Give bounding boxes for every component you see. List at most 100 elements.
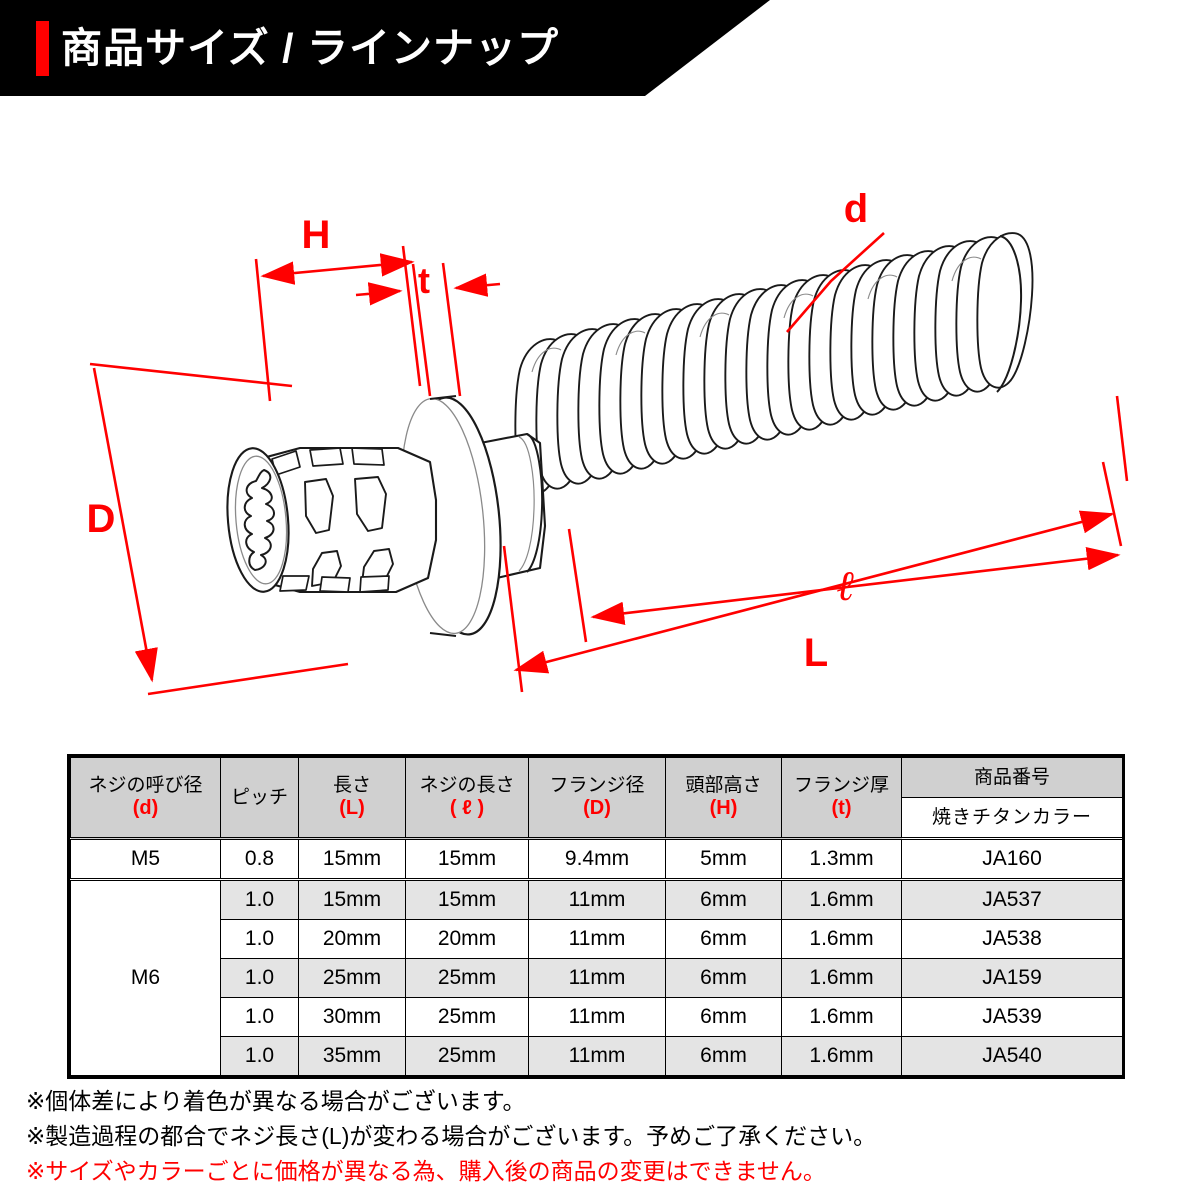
- cell-flange-dia: 11mm: [528, 919, 666, 959]
- dimension-t: [355, 262, 501, 397]
- col-head-part-number: 商品番号 焼きチタンカラー: [901, 757, 1123, 839]
- table-row: 1.0 35mm 25mm 11mm 6mm 1.6mm JA540: [71, 1036, 1123, 1076]
- cell-size: M5: [70, 837, 221, 880]
- page-title: 商品サイズ / ラインナップ: [61, 25, 559, 71]
- cell-thread-length: 15mm: [405, 837, 529, 880]
- cell-length: 20mm: [298, 919, 406, 959]
- col-head-pitch-main: ピッチ: [230, 786, 288, 808]
- label-H: H: [302, 213, 331, 257]
- col-head-thread-length-sub: ( ℓ ): [449, 796, 485, 819]
- cell-part-number: JA160: [901, 837, 1123, 880]
- col-head-length-main: 長さ: [332, 775, 371, 797]
- cell-thread-length: 15mm: [405, 878, 529, 920]
- dimension-D: [89, 362, 349, 696]
- table-row: 1.0 25mm 25mm 11mm 6mm 1.6mm JA159: [71, 958, 1123, 998]
- cell-length: 25mm: [298, 958, 406, 998]
- col-head-flange-dia-main: フランジ径: [549, 775, 645, 797]
- col-head-pitch: ピッチ: [220, 757, 299, 839]
- cell-pitch: 1.0: [220, 958, 299, 998]
- cell-part-number: JA159: [901, 958, 1123, 998]
- dimension-H: [254, 245, 422, 402]
- cell-part-number: JA537: [901, 878, 1123, 920]
- label-D: D: [87, 497, 116, 541]
- cell-length: 15mm: [298, 878, 406, 920]
- col-head-part-number-color: 焼きチタンカラー: [902, 798, 1122, 837]
- cell-flange-thickness: 1.6mm: [781, 958, 902, 998]
- dimension-L: [502, 461, 1123, 693]
- dimension-d: [786, 232, 885, 333]
- table-row: M5 0.8 15mm 15mm 9.4mm 5mm 1.3mm JA160: [70, 837, 1123, 880]
- cell-length: 35mm: [298, 1036, 406, 1076]
- cell-flange-thickness: 1.6mm: [781, 1036, 902, 1076]
- col-head-size-sub: (d): [132, 796, 159, 819]
- col-head-thread-length: ネジの長さ ( ℓ ): [405, 757, 529, 839]
- table-row: M6 1.0 15mm 15mm 11mm 6mm 1.6mm JA537: [70, 878, 1123, 1076]
- table-header-row: ネジの呼び径 (d) ピッチ 長さ (L) ネジの長さ ( ℓ ) フランジ径 …: [70, 757, 1123, 839]
- col-head-size: ネジの呼び径 (d): [70, 757, 221, 839]
- col-head-flange-dia-sub: (D): [583, 796, 611, 819]
- cell-pitch: 1.0: [220, 878, 299, 920]
- cell-flange-dia: 9.4mm: [528, 837, 666, 880]
- label-l: ℓ: [837, 564, 855, 610]
- cell-thread-length: 20mm: [405, 919, 529, 959]
- cell-head-height: 6mm: [665, 997, 782, 1037]
- col-head-head-height: 頭部高さ (H): [665, 757, 782, 839]
- col-head-flange-dia: フランジ径 (D): [528, 757, 666, 839]
- table-row: 1.0 20mm 20mm 11mm 6mm 1.6mm JA538: [71, 919, 1123, 959]
- col-head-size-main: ネジの呼び径: [88, 775, 203, 797]
- cell-pitch: 1.0: [220, 997, 299, 1037]
- col-head-flange-thickness-sub: (t): [831, 796, 852, 819]
- bolt-illustration: [226, 232, 1034, 637]
- col-head-head-height-main: 頭部高さ: [685, 775, 762, 797]
- cell-part-number: JA538: [901, 919, 1123, 959]
- col-head-head-height-sub: (H): [709, 796, 738, 819]
- footnote-length-variation: ※製造過程の都合でネジ長さ(L)が変わる場合がございます。予めご了承ください。: [26, 1123, 877, 1149]
- header-banner: 商品サイズ / ラインナップ: [0, 0, 1200, 96]
- label-L: L: [804, 631, 828, 675]
- cell-thread-length: 25mm: [405, 1036, 529, 1076]
- cell-flange-dia: 11mm: [528, 997, 666, 1037]
- cell-flange-dia: 11mm: [528, 958, 666, 998]
- red-accent-bar: [36, 21, 49, 76]
- cell-head-height: 6mm: [665, 878, 782, 920]
- cell-part-number: JA540: [901, 1036, 1123, 1076]
- cell-head-height: 6mm: [665, 1036, 782, 1076]
- col-head-length-sub: (L): [339, 796, 365, 819]
- footnote-color-variation: ※個体差により着色が異なる場合がございます。: [26, 1088, 526, 1114]
- cell-flange-dia: 11mm: [528, 878, 666, 920]
- dimension-annotations: H t d D ℓ: [87, 187, 1129, 696]
- col-head-thread-length-main: ネジの長さ: [419, 775, 515, 797]
- cell-flange-dia: 11mm: [528, 1036, 666, 1076]
- label-d: d: [844, 187, 868, 231]
- specification-table: ネジの呼び径 (d) ピッチ 長さ (L) ネジの長さ ( ℓ ) フランジ径 …: [67, 754, 1125, 1079]
- cell-thread-length: 25mm: [405, 997, 529, 1037]
- cell-head-height: 5mm: [665, 837, 782, 880]
- banner-background: [0, 0, 770, 96]
- threaded-shaft: [512, 232, 1034, 564]
- col-head-length: 長さ (L): [298, 757, 406, 839]
- col-head-part-number-main: 商品番号: [902, 758, 1122, 798]
- cell-flange-thickness: 1.3mm: [781, 837, 902, 880]
- cell-head-height: 6mm: [665, 958, 782, 998]
- cell-length: 30mm: [298, 997, 406, 1037]
- label-t: t: [418, 260, 430, 301]
- footnote-no-exchange: ※サイズやカラーごとに価格が異なる為、購入後の商品の変更はできません。: [26, 1158, 826, 1184]
- cell-flange-thickness: 1.6mm: [781, 878, 902, 920]
- cell-flange-thickness: 1.6mm: [781, 997, 902, 1037]
- cell-flange-thickness: 1.6mm: [781, 919, 902, 959]
- footnotes: ※個体差により着色が異なる場合がございます。 ※製造過程の都合でネジ長さ(L)が…: [26, 1084, 1176, 1189]
- table-row: 1.0 30mm 25mm 11mm 6mm 1.6mm JA539: [71, 997, 1123, 1037]
- product-dimension-diagram: H t d D ℓ: [0, 96, 1200, 746]
- cell-length: 15mm: [298, 837, 406, 880]
- col-head-flange-thickness-main: フランジ厚: [793, 775, 889, 797]
- cell-size: M6: [70, 878, 221, 1076]
- cell-part-number: JA539: [901, 997, 1123, 1037]
- cell-thread-length: 25mm: [405, 958, 529, 998]
- cell-pitch: 1.0: [220, 1036, 299, 1076]
- cell-pitch: 1.0: [220, 919, 299, 959]
- cell-pitch: 0.8: [220, 837, 299, 880]
- table-body: M5 0.8 15mm 15mm 9.4mm 5mm 1.3mm JA160 M…: [70, 837, 1123, 1076]
- cell-head-height: 6mm: [665, 919, 782, 959]
- spec-table: ネジの呼び径 (d) ピッチ 長さ (L) ネジの長さ ( ℓ ) フランジ径 …: [70, 757, 1123, 1076]
- spline-head: [226, 446, 438, 594]
